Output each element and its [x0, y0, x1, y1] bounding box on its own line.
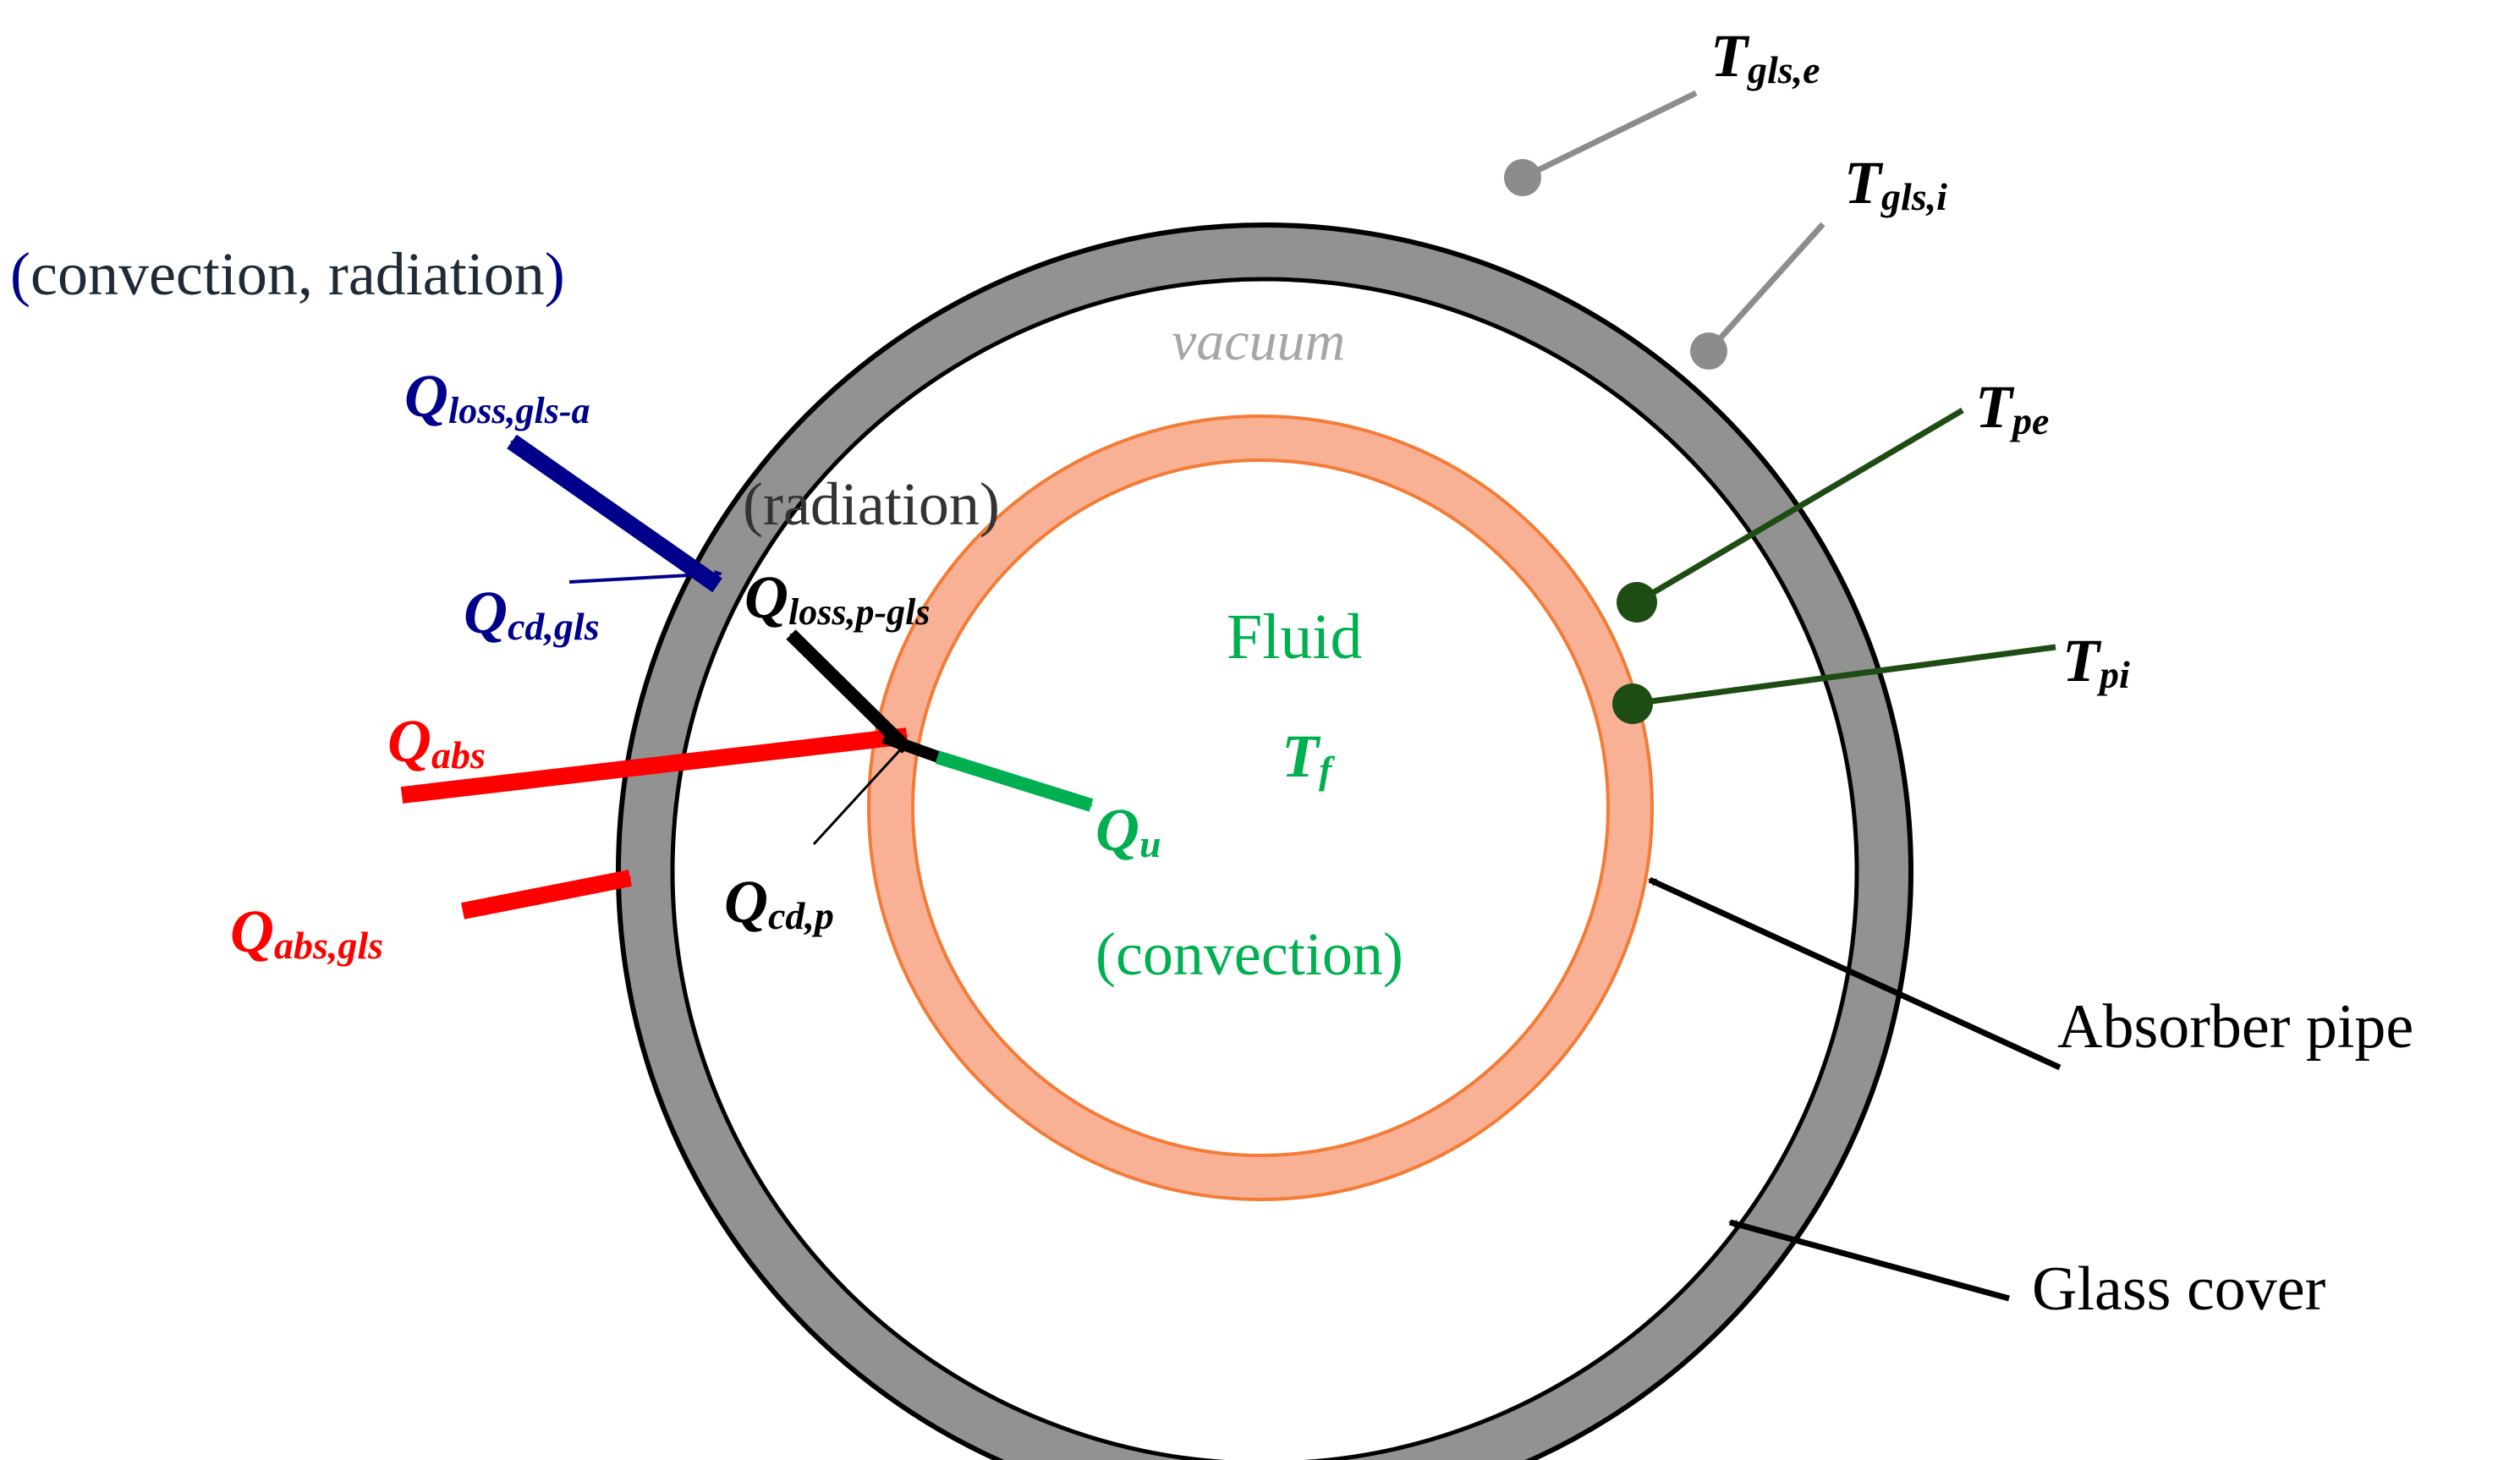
q-cd-gls-arrow: [568, 569, 722, 584]
absorber-pipe-pointer-arrow: [1648, 876, 2062, 1071]
q-loss-gls-a-label: Qloss,gls-a: [404, 362, 590, 431]
glass-cover-label: Glass cover: [2032, 1254, 2325, 1324]
q-u-arrow: [935, 750, 1094, 812]
q-abs-gls-label: Qabs,gls: [230, 897, 383, 967]
q-u-label: Qu: [1095, 796, 1161, 865]
q-cd-p-arrow: [881, 732, 946, 765]
q-loss-p-gls-arrow: [786, 629, 912, 754]
vacuum-label: vacuum: [1172, 310, 1345, 372]
absorber-pipe-outer-edge: [867, 414, 1654, 1201]
t-pi-label: Tpi: [2062, 627, 2130, 696]
glass-cover-outer-edge: [616, 222, 1913, 1460]
absorber-pipe-inner-edge: [911, 458, 1610, 1157]
q-loss-gls-a-arrow: [507, 434, 722, 593]
t-gls-e-point: [1504, 159, 1541, 196]
q-cd-gls-label: Qcd,gls: [464, 579, 600, 648]
q-cd-p-label: Qcd,p: [724, 868, 834, 937]
q-abs-label: Qabs: [387, 707, 486, 777]
q-abs-gls-arrow: [461, 870, 632, 919]
glass-cover-inner-edge: [670, 277, 1859, 1460]
t-gls-i-leader: [1706, 222, 1825, 354]
t-pi-leader: [1632, 644, 2056, 707]
t-gls-i-point: [1690, 332, 1727, 370]
glass-cover-pointer-arrow: [1728, 1219, 2010, 1302]
convection-radiation-label: (convection, radiation): [10, 240, 565, 308]
t-gls-e-label: Tgls,e: [1710, 22, 1820, 91]
q-abs-arrow: [400, 727, 909, 804]
t-gls-i-label: Tgls,i: [1844, 149, 1947, 218]
q-loss-p-gls-label: Qloss,p-gls: [744, 563, 930, 633]
absorber-pipe-ring: [869, 416, 1652, 1199]
t-pi-point: [1612, 683, 1653, 724]
fluid-label: Fluid: [1227, 601, 1363, 672]
t-pe-leader: [1635, 407, 1964, 606]
radiation-label: (radiation): [743, 470, 1000, 538]
convection-label: (convection): [1095, 920, 1403, 988]
glass-cover-ring: [618, 225, 1911, 1460]
t-gls-e-leader: [1521, 90, 1698, 181]
t-pe-label: Tpe: [1975, 373, 2049, 442]
t-pe-point: [1617, 582, 1657, 623]
absorber-pipe-label: Absorber pipe: [2057, 992, 2413, 1062]
t-f-label: Tf: [1282, 722, 1336, 792]
q-cd-p-leader: [812, 741, 909, 846]
